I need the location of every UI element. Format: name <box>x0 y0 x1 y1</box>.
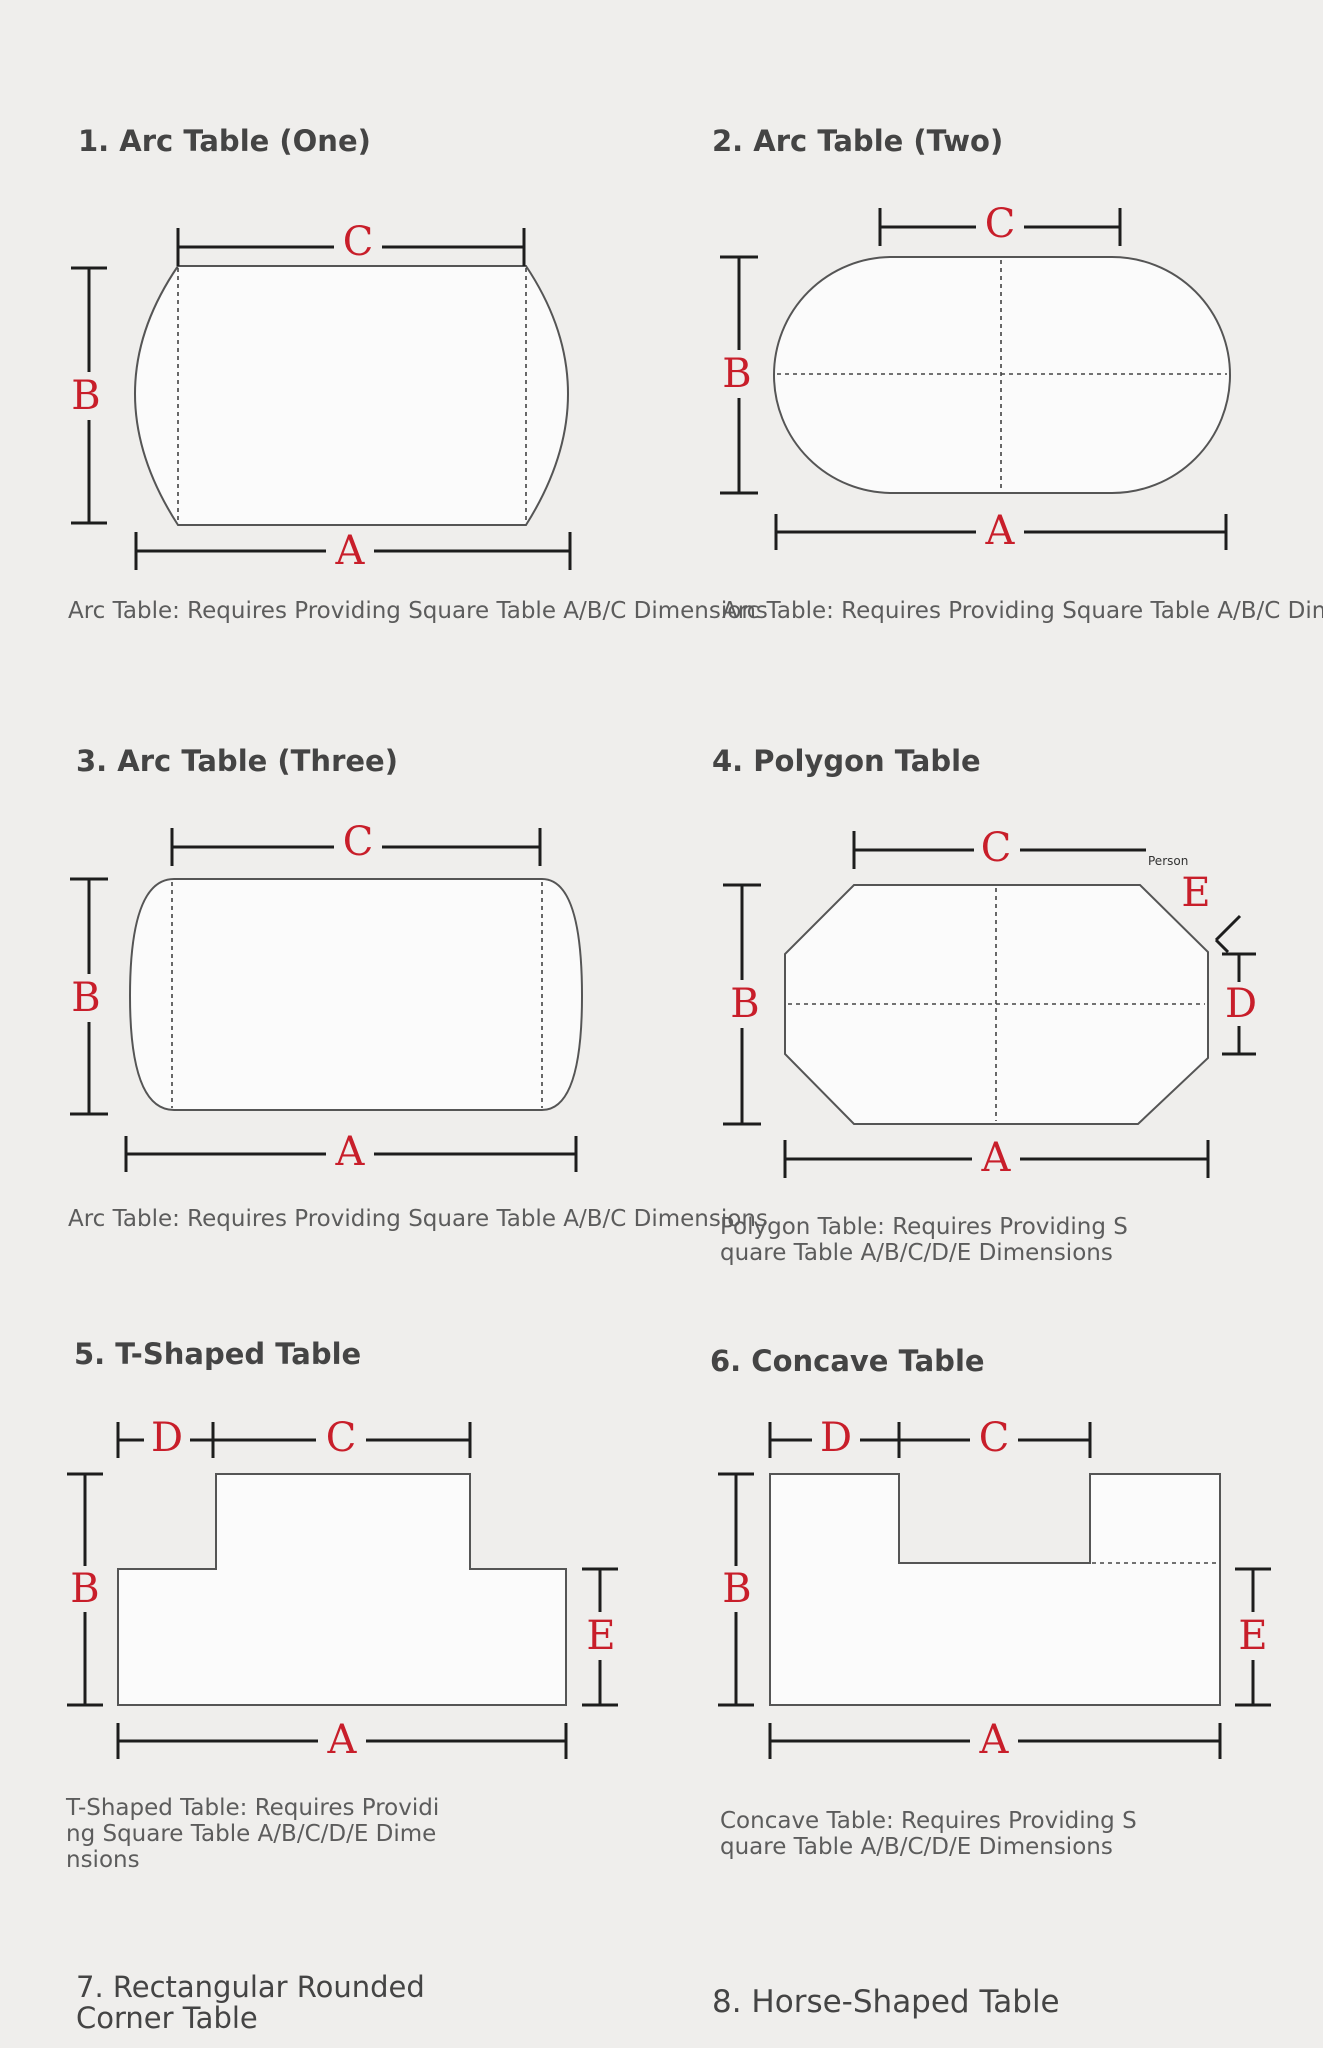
section-1-caption: Arc Table: Requires Providing Square Tab… <box>68 598 768 624</box>
label-e: E <box>1238 1613 1267 1659</box>
section-5-caption: T-Shaped Table: Requires Providi ng Squa… <box>66 1795 439 1873</box>
dimension-a: A <box>783 1135 1210 1181</box>
section-7-title: 7. Rectangular Rounded Corner Table <box>76 1972 425 2034</box>
dimension-b: B <box>67 1472 103 1707</box>
label-c: C <box>343 819 374 865</box>
section-6-title: 6. Concave Table <box>710 1344 985 1378</box>
label-e: E <box>1181 870 1210 916</box>
dimension-b: B <box>718 1472 754 1707</box>
label-c: C <box>343 219 374 265</box>
label-d: D <box>151 1415 183 1461</box>
label-b: B <box>71 373 100 419</box>
label-b: B <box>71 975 100 1021</box>
label-a: A <box>981 1135 1012 1181</box>
section-6-caption: Concave Table: Requires Providing S quar… <box>720 1808 1137 1860</box>
dimension-a: A <box>774 508 1228 554</box>
dimension-c: C <box>170 819 542 866</box>
dimension-a: A <box>116 1717 568 1763</box>
caption-line: quare Table A/B/C/D/E Dimensions <box>720 1834 1113 1860</box>
label-c: C <box>985 201 1016 247</box>
dimension-e: E <box>1181 870 1242 954</box>
dimension-c: C <box>211 1415 472 1461</box>
label-b: B <box>70 1566 99 1612</box>
dimension-c: C <box>897 1415 1092 1461</box>
dimension-e: E <box>1235 1567 1271 1707</box>
concave-table-shape <box>769 1473 1221 1706</box>
dimension-b: B <box>723 883 761 1126</box>
dimension-d: D <box>768 1415 899 1461</box>
label-c: C <box>326 1415 357 1461</box>
label-b: B <box>730 981 759 1027</box>
section-4-title: 4. Polygon Table <box>712 744 981 778</box>
label-b: B <box>722 1566 751 1612</box>
dimension-c: C Person <box>852 825 1188 871</box>
label-a: A <box>327 1717 358 1763</box>
dimension-a: A <box>768 1717 1222 1763</box>
section-8-title: 8. Horse-Shaped Table <box>712 1984 1060 2020</box>
arc-table-three-shape <box>128 878 584 1111</box>
label-a: A <box>335 1129 366 1175</box>
section-3-title: 3. Arc Table (Three) <box>76 744 398 778</box>
person-note: Person <box>1148 854 1188 868</box>
section-2-caption: Arc Table: Requires Providing Square Tab… <box>722 598 1323 624</box>
label-b: B <box>722 351 751 397</box>
t-shaped-table-shape <box>117 1473 567 1706</box>
dimension-a: A <box>124 1129 578 1175</box>
title-line: 7. Rectangular Rounded <box>76 1970 425 2004</box>
dimension-b: B <box>71 266 107 525</box>
label-a: A <box>979 1717 1010 1763</box>
dimension-b: B <box>720 255 758 495</box>
label-c: C <box>979 1415 1010 1461</box>
arc-table-two-shape <box>773 256 1231 494</box>
label-d: D <box>820 1415 852 1461</box>
caption-line: Polygon Table: Requires Providing S <box>720 1214 1128 1240</box>
section-3-caption: Arc Table: Requires Providing Square Tab… <box>68 1206 768 1232</box>
label-e: E <box>586 1613 615 1659</box>
label-c: C <box>981 825 1012 871</box>
caption-line: nsions <box>66 1847 140 1873</box>
dimension-c: C <box>878 201 1122 247</box>
caption-line: ng Square Table A/B/C/D/E Dime <box>66 1821 437 1847</box>
dimension-c: C <box>176 219 526 266</box>
label-a: A <box>335 528 366 574</box>
dimension-d: D <box>1222 952 1257 1056</box>
arc-table-one-shape <box>134 265 569 526</box>
label-d: D <box>1225 981 1257 1027</box>
section-5-title: 5. T-Shaped Table <box>74 1337 362 1371</box>
caption-line: quare Table A/B/C/D/E Dimensions <box>720 1240 1113 1266</box>
dimension-d: D <box>116 1415 216 1461</box>
section-2-title: 2. Arc Table (Two) <box>712 124 1004 158</box>
dimension-b: B <box>70 877 108 1116</box>
dimension-a: A <box>134 528 572 574</box>
label-a: A <box>985 508 1016 554</box>
section-4-caption: Polygon Table: Requires Providing S quar… <box>720 1214 1128 1266</box>
section-1-title: 1. Arc Table (One) <box>78 124 371 158</box>
title-line: Corner Table <box>76 2001 258 2035</box>
caption-line: T-Shaped Table: Requires Providi <box>66 1795 440 1821</box>
caption-line: Concave Table: Requires Providing S <box>720 1808 1137 1834</box>
dimension-e: E <box>582 1567 618 1707</box>
